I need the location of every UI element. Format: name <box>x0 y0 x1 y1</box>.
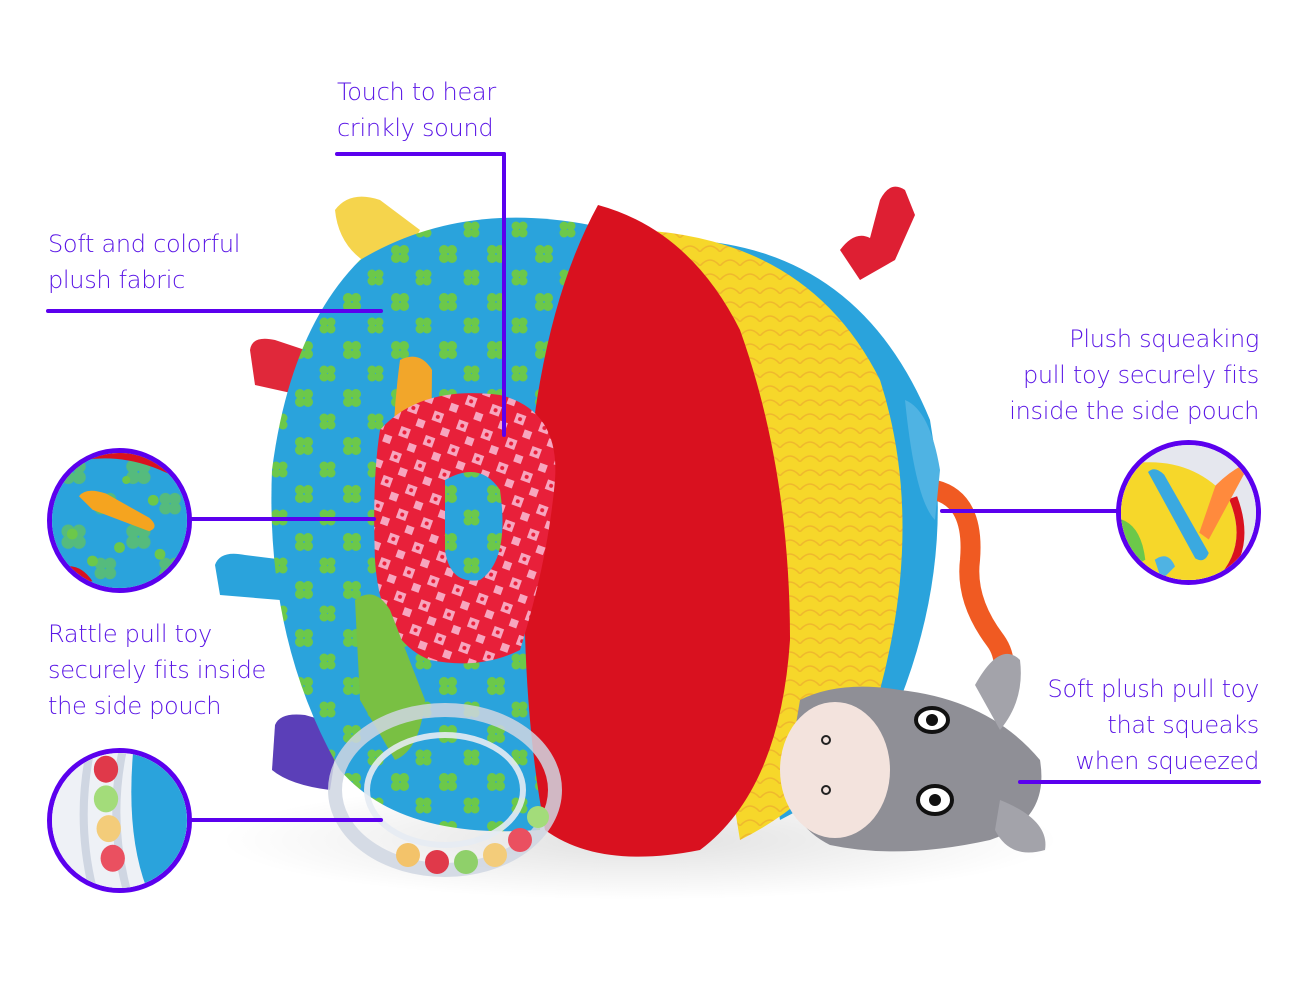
crinkle-connector-vertical <box>502 152 506 437</box>
inset-left-pouch <box>47 448 192 593</box>
red-knot-tag <box>840 186 915 280</box>
callout-line: plush fabric <box>48 266 185 294</box>
callout-line: securely fits inside <box>48 656 266 684</box>
ball-red-panel <box>524 205 790 857</box>
blue-tag-left <box>215 553 285 600</box>
callout-line: inside the side pouch <box>1009 397 1259 425</box>
rattle-ring <box>328 703 562 877</box>
callout-line: that squeaks <box>1107 711 1259 739</box>
callout-plush-fabric: Soft and colorful plush fabric <box>48 226 240 298</box>
callout-line: pull toy securely fits <box>1022 361 1259 389</box>
callout-line: Soft plush pull toy <box>1047 675 1260 703</box>
inset-left-rattle <box>47 748 192 893</box>
callout-line: crinkly sound <box>337 114 494 142</box>
callout-squeak-when-squeezed: Soft plush pull toy that squeaks when sq… <box>1047 671 1260 779</box>
rattle-detail-image <box>52 753 187 888</box>
rattle-beads <box>396 806 549 874</box>
callout-line: when squeezed <box>1075 747 1259 775</box>
crinkle-ring <box>374 393 556 664</box>
crinkle-connector-horizontal <box>335 152 506 156</box>
callout-squeaking-pull-toy: Plush squeaking pull toy securely fits i… <box>1009 321 1259 429</box>
pouch-right-connector <box>940 509 1120 513</box>
callout-crinkle-sound: Touch to hear crinkly sound <box>337 74 496 146</box>
callout-rattle-pull-toy: Rattle pull toy securely fits inside the… <box>48 616 266 724</box>
callout-line: Soft and colorful <box>48 230 241 258</box>
squeak-connector <box>1018 780 1261 784</box>
callout-line: Plush squeaking <box>1069 325 1259 353</box>
donkey-ear <box>995 800 1046 853</box>
donkey-pull-toy <box>780 653 1046 853</box>
donkey-ear <box>975 653 1021 730</box>
callout-line: the side pouch <box>48 692 222 720</box>
inset-right-pouch <box>1116 440 1261 585</box>
rattle-connector <box>190 818 383 822</box>
callout-line: Rattle pull toy <box>48 620 212 648</box>
fabric-connector <box>46 309 383 313</box>
donkey-eye <box>914 706 950 734</box>
callout-line: Touch to hear <box>337 78 496 106</box>
blue-side-flap <box>905 400 940 520</box>
pouch-detail-image <box>52 453 187 588</box>
right-pouch-detail-image <box>1121 445 1256 580</box>
donkey-eye <box>916 784 954 816</box>
pouch-left-connector <box>188 517 376 521</box>
